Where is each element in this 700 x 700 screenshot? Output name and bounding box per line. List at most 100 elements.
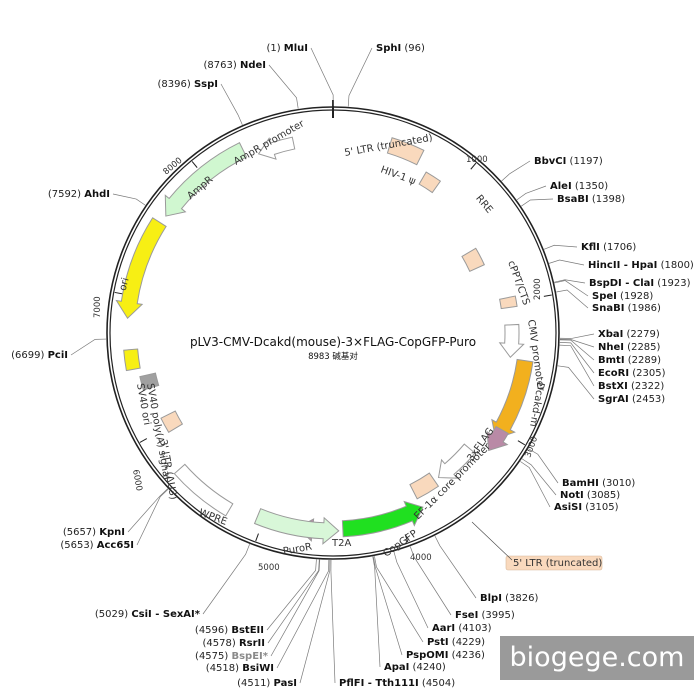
site-position: (4504): [419, 678, 456, 689]
site-leader: [268, 64, 299, 109]
site-leader: [409, 546, 452, 616]
site-leader: [520, 461, 551, 508]
tick-mark: [114, 291, 123, 295]
ampr-promoter-arrow: [257, 136, 296, 160]
feature-label: PuroR: [282, 542, 313, 558]
site-position: (1986): [624, 303, 661, 314]
site-name: NotI: [560, 490, 584, 501]
restriction-site-label: (4575) BspEI*: [195, 651, 269, 662]
site-name: PspOMI: [406, 650, 448, 661]
site-leader: [528, 448, 559, 484]
site-position: (1350): [572, 181, 609, 192]
site-name: BspDI - ClaI: [589, 278, 654, 289]
site-name: BspEI*: [231, 651, 268, 662]
site-name: Acc65I: [97, 540, 134, 551]
site-position: (2453): [629, 394, 666, 405]
tick-mark: [517, 440, 526, 446]
plasmid-size: 8983 碱基对: [308, 351, 358, 362]
restriction-site-label: PspOMI (4236): [406, 650, 485, 661]
site-position: (4518): [206, 663, 242, 674]
site-leader: [112, 193, 146, 206]
site-leader: [559, 344, 595, 387]
site-name: PstI: [427, 637, 449, 648]
site-position: (1): [266, 43, 283, 54]
restriction-site-label: KflI (1706): [581, 242, 636, 253]
restriction-site-label: BspDI - ClaI (1923): [589, 278, 691, 289]
site-name: KflI: [581, 242, 600, 253]
site-leader: [559, 339, 595, 361]
site-name: NheI: [598, 342, 624, 353]
tick-label: 4000: [410, 553, 432, 563]
site-name: BstEII: [231, 625, 264, 636]
sv40-ori-box: [139, 372, 160, 391]
restriction-site-label: (4511) PasI: [237, 678, 297, 689]
site-position: (4578): [203, 638, 239, 649]
site-name: XbaI: [598, 329, 623, 340]
restriction-site-label: (5029) CsiI - SexAI*: [95, 609, 201, 620]
restriction-site-label: BlpI (3826): [480, 593, 538, 604]
site-name: KpnI: [99, 527, 125, 538]
site-name: BbvCI: [534, 156, 566, 167]
site-position: (4103): [455, 623, 492, 634]
restriction-site-label: HincII - HpaI (1800): [588, 260, 694, 271]
site-leader: [373, 556, 403, 656]
tick-label: 7000: [93, 296, 103, 318]
site-leader: [299, 559, 331, 684]
site-name: SnaBI: [592, 303, 624, 314]
site-leader: [267, 559, 320, 644]
site-name: MluI: [284, 43, 308, 54]
site-position: (2279): [623, 329, 660, 340]
site-name: PciI: [48, 350, 68, 361]
tick-label: 5000: [258, 563, 280, 573]
site-position: (4240): [409, 662, 446, 673]
site-position: (3105): [582, 502, 619, 513]
restriction-site-label: AleI (1350): [550, 181, 608, 192]
site-leader: [127, 488, 169, 533]
site-position: (4575): [195, 651, 231, 662]
tick-mark: [191, 161, 198, 168]
ampr-arrow: [164, 142, 248, 217]
copgfp-arrow: [341, 500, 424, 538]
site-leader: [70, 338, 107, 356]
site-leader: [554, 280, 589, 297]
site-name: SgrAI: [598, 394, 629, 405]
site-leader: [501, 160, 531, 182]
restriction-site-label: AsiSI (3105): [554, 502, 619, 513]
restriction-site-label: NheI (2285): [598, 342, 661, 353]
restriction-site-label: (6699) PciI: [11, 350, 68, 361]
site-position: (5657): [63, 527, 99, 538]
site-name: AsiSI: [554, 502, 582, 513]
site-leader: [276, 559, 330, 669]
wpre-box: [173, 463, 234, 517]
site-leader: [434, 535, 477, 599]
site-position: (2322): [628, 381, 665, 392]
plasmid-name: pLV3-CMV-Dcakd(mouse)-3×FLAG-CopGFP-Puro: [190, 335, 476, 349]
restriction-site-label: (1) MluI: [266, 43, 308, 54]
ef1a-promoter-arrow: [437, 443, 476, 479]
site-leader: [310, 47, 334, 107]
site-leader: [521, 198, 554, 207]
site-position: (6699): [11, 350, 47, 361]
site-position: (2289): [625, 355, 662, 366]
site-name: PasI: [274, 678, 297, 689]
site-leader: [557, 365, 595, 400]
site-position: (4229): [449, 637, 486, 648]
cmv-promoter-arrow: [498, 323, 525, 359]
ltr5-truncated-box-2: [409, 472, 440, 500]
site-name: CsiI - SexAI*: [131, 609, 200, 620]
site-name: SspI: [194, 79, 218, 90]
tick-mark: [255, 533, 259, 542]
site-leader: [372, 556, 381, 668]
feature-label: RRE: [473, 193, 494, 216]
site-position: (1923): [654, 278, 691, 289]
restriction-site-label: AarI (4103): [432, 623, 492, 634]
3xflag-arrow: [486, 425, 509, 452]
hiv1-psi-box: [418, 171, 442, 194]
site-name: BmtI: [598, 355, 625, 366]
restriction-site-label: NotI (3085): [560, 490, 620, 501]
restriction-site-label: (8396) SspI: [158, 79, 218, 90]
site-position: (5029): [95, 609, 131, 620]
site-leader: [556, 289, 589, 309]
